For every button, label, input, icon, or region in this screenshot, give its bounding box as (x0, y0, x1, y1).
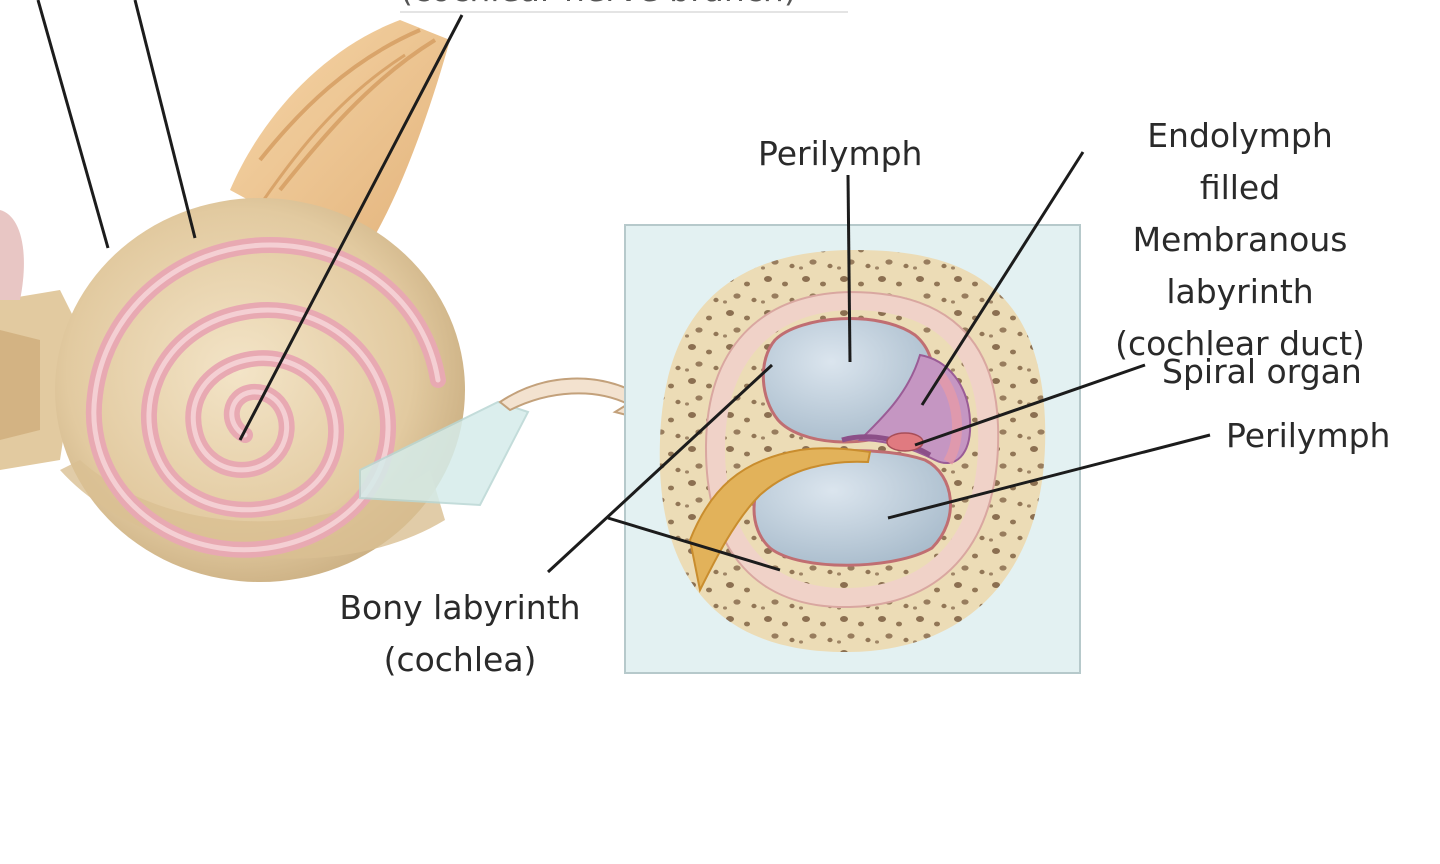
label-perilymph-upper: Perilymph (758, 134, 923, 173)
leader-top-left-1 (36, 0, 110, 249)
leader-endolymph (920, 151, 1085, 406)
leader-bony-1 (546, 363, 774, 574)
label-line: (cochlear duct) (1115, 324, 1365, 363)
label-line: labyrinth (1166, 272, 1314, 311)
label-line: Membranous (1132, 220, 1348, 259)
section-plane (359, 400, 530, 507)
label-top-truncated: (cochlear nerve branch) (400, 0, 797, 16)
leader-perilymph-low (887, 433, 1211, 520)
label-spiral-organ: Spiral organ (1162, 352, 1362, 391)
leader-lines (36, 0, 1211, 574)
leader-top-left-2 (133, 0, 197, 239)
leader-spiral-organ (914, 363, 1146, 447)
label-membranous-labyrinth: Endolymph filled Membranous labyrinth (c… (1100, 110, 1380, 370)
leader-bony-2 (607, 516, 781, 572)
label-line: (cochlea) (383, 640, 537, 679)
label-line: Bony labyrinth (339, 588, 581, 627)
cross-section (624, 224, 1081, 674)
basilar-membrane (841, 434, 932, 458)
leader-perilymph-top (846, 174, 852, 363)
leader-top-cut (238, 14, 464, 441)
label-line: filled (1199, 168, 1281, 207)
cochlear-nerve (688, 447, 872, 594)
label-perilymph-lower: Perilymph (1226, 416, 1391, 455)
cochlea-external (0, 20, 530, 582)
spiral-organ (886, 432, 924, 452)
label-line: Endolymph (1147, 116, 1333, 155)
label-bony-labyrinth: Bony labyrinth (cochlea) (320, 582, 600, 686)
